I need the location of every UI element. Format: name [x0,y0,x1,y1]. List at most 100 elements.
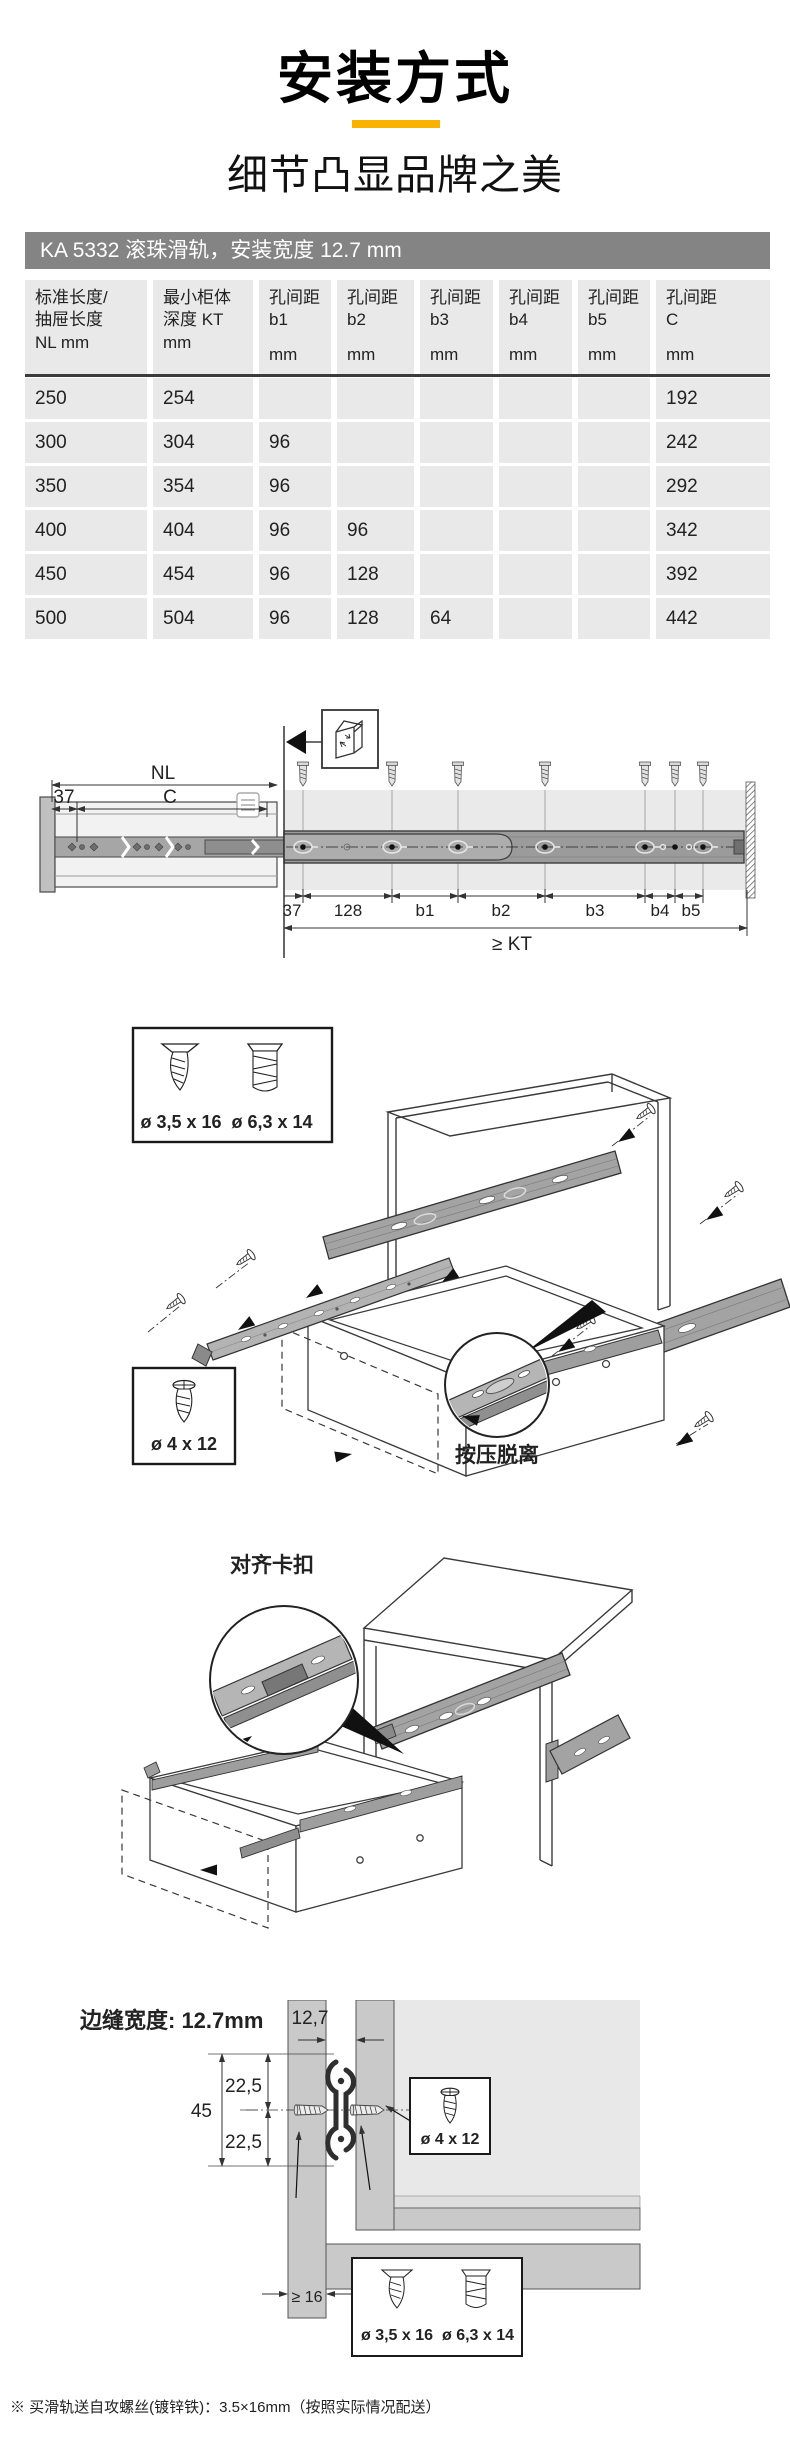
flat-screw-icon [380,2269,414,2309]
table-cell: 242 [656,422,770,463]
dim-label-37-bottom: 37 [283,901,302,920]
slide-rail-dimension-drawing: NL 37 C 37 128 b1 b2 b3 b4 [39,709,756,958]
table-cell [420,422,493,463]
cabinet-rail-side-view [283,830,745,864]
dim-label-225-upper: 22,5 [225,2076,262,2097]
table-cell [499,598,572,639]
table-cell: 292 [656,466,770,507]
gap-width-title: 边缝宽度: 12.7mm [79,2008,263,2033]
table-cell: 96 [259,598,331,639]
table-cell [499,466,572,507]
table-cell: 254 [153,378,253,419]
cabinet-rail [322,1150,622,1260]
bottom-screw-box: ø 3,5 x 16 ø 6,3 x 14 [351,2257,523,2357]
screw-label-drawer: ø 4 x 12 [151,1434,217,1454]
cabinet-frame [362,1557,634,1867]
table-cell [499,378,572,419]
table-cell [578,466,650,507]
table-cell [337,378,414,419]
table-cell [420,554,493,595]
drawer-box [121,1739,465,1929]
dim-nl [51,780,278,802]
dim-label-b4: b4 [651,901,670,920]
dim-label-b3: b3 [586,901,605,920]
table-cell: 96 [259,466,331,507]
table-cell [578,422,650,463]
dim-gap: 12,7 [292,2008,384,2043]
table-cell [420,466,493,507]
table-cell: 250 [25,378,147,419]
footer-note: ※ 买滑轨送自攻螺丝(镀锌铁)：3.5×16mm（按照实际情况配送） [10,2399,441,2416]
section-banner: KA 5332 滚珠滑轨，安装宽度 12.7 mm [25,232,770,269]
dim-vertical: 45 22,5 22,5 [191,2053,334,2167]
dim-37-c [51,802,268,842]
dim-label-b2: b2 [492,901,511,920]
cabinet-bottom-edge [393,2207,641,2231]
table-cell: 96 [259,510,331,551]
screws-and-arrows [147,1101,746,1463]
table-cell: 64 [420,598,493,639]
table-cell: 304 [153,422,253,463]
screw-label-small: ø 3,5 x 16 [140,1112,221,1132]
dim-label-b5: b5 [682,901,701,920]
table-cell [337,422,414,463]
table-cell: 450 [25,554,147,595]
dim-label-b1: b1 [416,901,435,920]
table-cell [499,422,572,463]
installation-isometric-2: 对齐卡扣 [121,1553,634,1929]
drawer-rail-strip [191,1257,456,1367]
dim-label-c: C [163,787,177,808]
cabinet-icon [321,709,379,769]
screw-legend-box: ø 3,5 x 16 ø 6,3 x 14 [131,1026,334,1144]
alignment-callout [209,1605,404,1755]
detail-screw-box: ø 4 x 12 [385,2077,491,2155]
table-cell [578,598,650,639]
post-rail-piece [545,1714,631,1783]
accent-bar [352,120,440,128]
dim-label-45: 45 [191,2101,212,2122]
page-title: 安装方式 [277,47,513,110]
table-cell: 128 [337,554,414,595]
ball-symbols [67,842,191,852]
table-cell: 96 [259,422,331,463]
table-cell: 500 [25,598,147,639]
break-mark [164,836,175,858]
svg-text:12,7: 12,7 [292,2008,329,2029]
table-cell: 404 [153,510,253,551]
break-mark [120,836,131,858]
euro-screw-icon [246,1043,284,1092]
horizontal-screws [293,2104,385,2199]
table-cell: 128 [337,598,414,639]
dim-label-225-lower: 22,5 [225,2132,262,2153]
press-release-callout: 按压脱离 [444,1300,606,1467]
cross-section-detail: 边缝宽度: 12.7mm [79,2000,641,2357]
drawer-front-dashed [281,1327,439,1475]
screw-label-big: ø 6,3 x 14 [231,1112,312,1132]
table-cell [578,510,650,551]
flat-screw-icon [160,1043,200,1091]
table-cell: 350 [25,466,147,507]
alignment-clip-label: 对齐卡扣 [230,1553,314,1577]
dim-label-128: 128 [334,901,362,920]
euro-screw-icon [460,2269,492,2308]
table-cell: 504 [153,598,253,639]
table-cell: 300 [25,422,147,463]
screw-label-small: ø 3,5 x 16 [361,2327,433,2344]
table-cell: 400 [25,510,147,551]
table-cell [499,510,572,551]
table-cell [499,554,572,595]
table-cell: 454 [153,554,253,595]
table-cell [420,378,493,419]
installation-isometric-1: ø 3,5 x 16 ø 6,3 x 14 [131,1026,790,1477]
screw-label-big: ø 6,3 x 14 [442,2327,514,2344]
drawer-side-view [39,792,286,893]
dim-depth: ≥ 16 [262,2289,352,2306]
